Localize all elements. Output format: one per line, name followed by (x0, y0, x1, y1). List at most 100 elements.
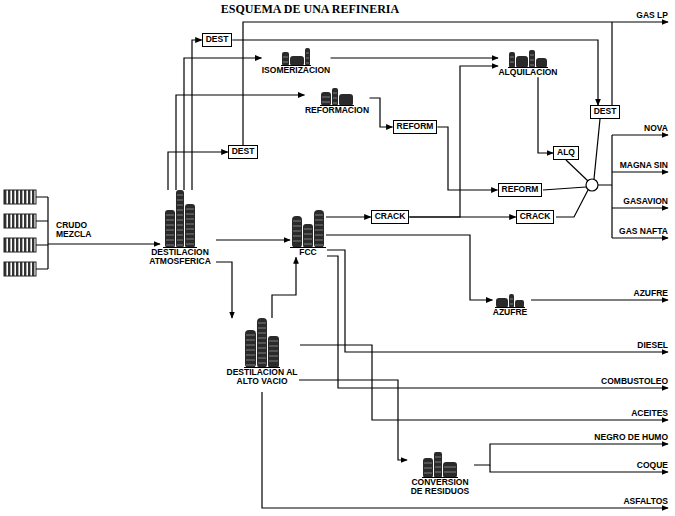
diagram-title: ESQUEMA DE UNA REFINERIA (0, 2, 620, 17)
process-unit: DESTILACION AL ALTO VACIO (225, 318, 299, 387)
vessel-platform (258, 328, 266, 329)
vessel-platform (186, 209, 194, 210)
flow-line (437, 127, 497, 190)
process-unit: REFORMACION (305, 84, 370, 115)
blend-feed-line (594, 119, 600, 179)
unit-caption: FCC (290, 248, 326, 257)
vessel-platform (166, 215, 174, 216)
vessel-platform (246, 350, 255, 351)
vessel-platform (293, 241, 301, 242)
vessel-shape (529, 50, 535, 68)
box-label: DEST (206, 35, 229, 44)
unit-caption: DESTILACION ATMOSFERICA (144, 248, 216, 267)
vessel-platform (333, 93, 337, 94)
vessel-platform (435, 472, 441, 473)
box-label: CRACK (375, 212, 406, 221)
vessel-platform (246, 355, 255, 356)
product-line (612, 207, 668, 208)
product-line (327, 250, 668, 352)
process-box: ALQ (553, 146, 579, 159)
product-label: NOVA (644, 124, 668, 133)
process-unit: AZUFRE (493, 292, 528, 317)
vessel-platform (530, 60, 534, 61)
vessel-shape (185, 204, 195, 248)
vessel-shape (516, 56, 528, 68)
box-label: DEST (232, 147, 255, 156)
vessel-platform (315, 240, 323, 241)
product-label: MAGNA SIN (620, 161, 668, 170)
vessel-platform (530, 65, 534, 66)
vessel-platform (258, 358, 266, 359)
vessel-platform (177, 205, 183, 206)
product-label: GAS NAFTA (619, 227, 668, 236)
process-unit-icon (281, 46, 311, 66)
process-unit-icon (163, 190, 197, 248)
vessel-platform (333, 103, 337, 104)
vessel-shape (339, 94, 353, 106)
vessel-platform (186, 224, 194, 225)
vessel-shape (268, 336, 279, 368)
process-unit: ALQUILACION (498, 48, 558, 77)
vessel-platform (166, 235, 174, 236)
process-unit-icon (422, 452, 458, 478)
vessel-platform (510, 304, 513, 305)
process-unit: DESTILACION ATMOSFERICA (144, 190, 216, 267)
product-line (531, 299, 668, 300)
vessel-platform (315, 220, 323, 221)
vessel-platform (306, 58, 309, 59)
vessel-shape (245, 330, 256, 368)
vessel-platform (186, 229, 194, 230)
vessel-shape (434, 452, 442, 478)
crude-tank (4, 214, 36, 228)
vessel-platform (177, 220, 183, 221)
vessel-shape (536, 58, 547, 68)
vessel-platform (177, 200, 183, 201)
vessel-shape (305, 48, 310, 66)
vessel-platform (424, 463, 432, 464)
flow-line (538, 77, 553, 153)
vessel-platform (435, 462, 441, 463)
process-box: DEST (202, 33, 233, 46)
blend-feed-line (556, 190, 588, 217)
vessel-platform (315, 230, 323, 231)
gas-lp-riser (611, 22, 612, 105)
process-unit: FCC (290, 210, 326, 257)
vessel-platform (258, 338, 266, 339)
process-unit-icon (320, 84, 354, 106)
flow-line (168, 152, 228, 190)
crude-feed-line (48, 243, 160, 244)
vessel-platform (304, 234, 312, 235)
vessel-shape (423, 458, 433, 478)
process-unit-icon (290, 210, 326, 248)
vessel-platform (283, 57, 288, 58)
vessel-platform (333, 98, 337, 99)
vessel-platform (258, 348, 266, 349)
process-box: DEST (590, 105, 621, 118)
flow-line (299, 380, 407, 460)
product-label: ASFALTOS (623, 497, 668, 506)
crude-manifold (36, 197, 48, 269)
unit-caption: AZUFRE (493, 308, 528, 317)
product-label: GAS LP (636, 11, 668, 20)
vessel-platform (269, 356, 278, 357)
vessel-platform (306, 53, 309, 54)
flow-line (331, 57, 499, 58)
product-line (612, 134, 668, 135)
vessel-platform (444, 472, 456, 473)
vessel-platform (444, 467, 456, 468)
unit-caption: CONVERSION DE RESIDUOS (407, 478, 473, 497)
vessel-platform (315, 235, 323, 236)
product-line (327, 256, 668, 388)
vessel-platform (258, 323, 266, 324)
vessel-shape (509, 52, 515, 68)
vessel-platform (166, 230, 174, 231)
vessel-platform (186, 234, 194, 235)
box-label: REFORM (397, 122, 434, 131)
vessel-platform (258, 343, 266, 344)
flow-line (370, 98, 393, 127)
vessel-platform (304, 244, 312, 245)
process-box: CRACK (516, 210, 555, 223)
vessel-platform (315, 215, 323, 216)
vessel-platform (283, 62, 288, 63)
